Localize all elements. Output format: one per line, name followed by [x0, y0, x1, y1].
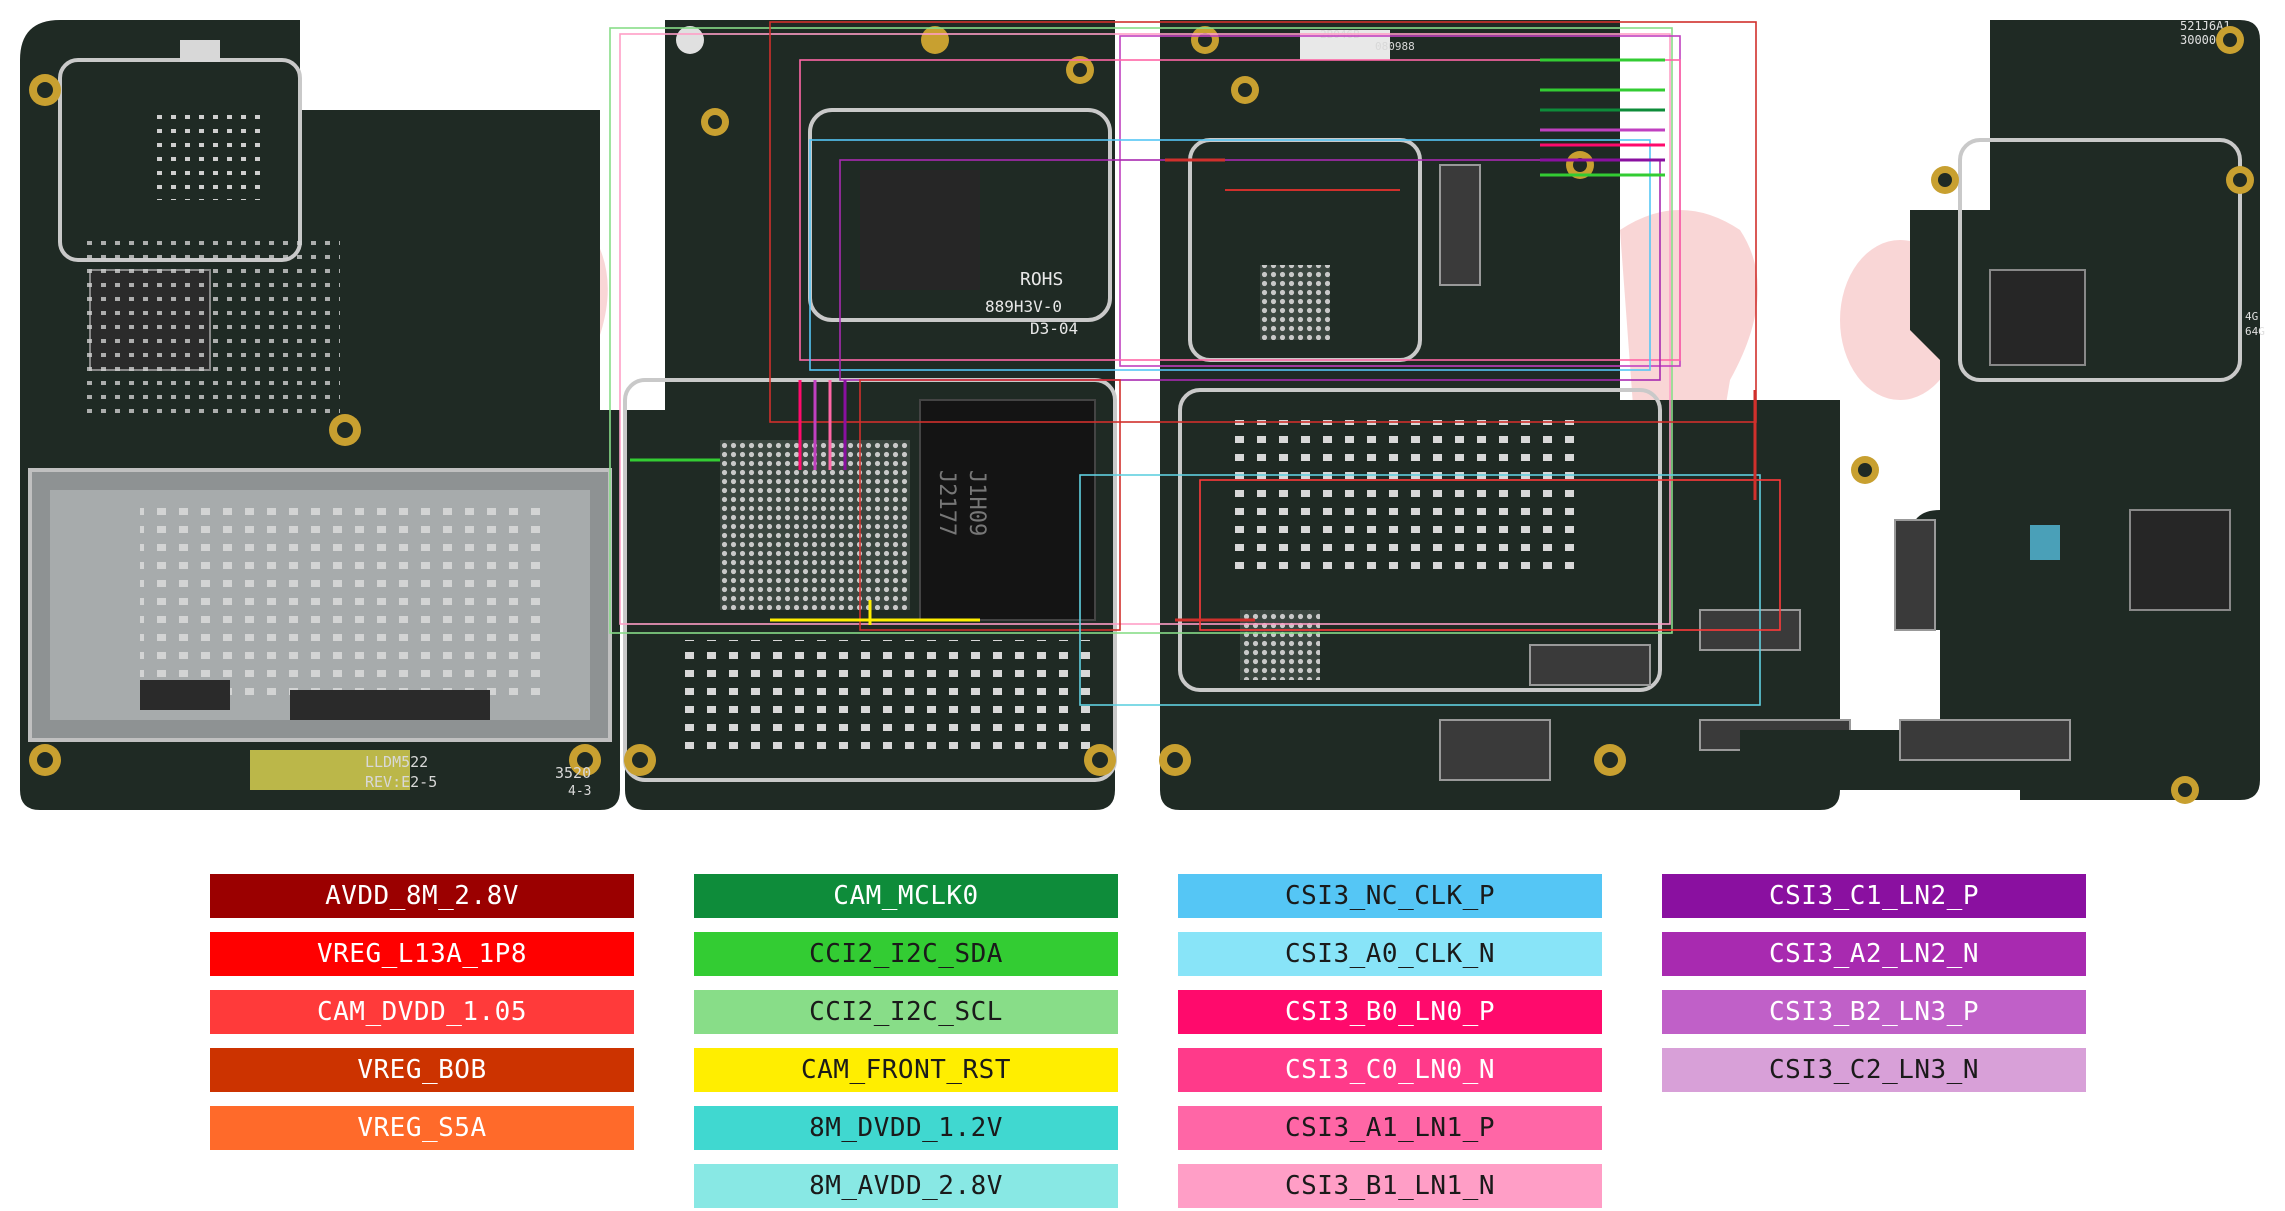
- legend-item: VREG_BOB: [210, 1048, 634, 1092]
- legend-item: CAM_MCLK0: [694, 874, 1118, 918]
- legend-item: CAM_DVDD_1.05: [210, 990, 634, 1034]
- silk-rohs: ROHS: [1020, 269, 1063, 290]
- silk-chip-mark: J2177: [934, 470, 959, 536]
- legend-item: CSI3_C0_LN0_N: [1178, 1048, 1602, 1092]
- legend-item: CCI2_I2C_SDA: [694, 932, 1118, 976]
- silk-side-mark-1: 4G: [2245, 310, 2258, 323]
- legend-item: CSI3_B1_LN1_N: [1178, 1164, 1602, 1208]
- legend-item: CAM_FRONT_RST: [694, 1048, 1118, 1092]
- signal-traces: [609, 21, 1781, 706]
- legend-item: CSI3_A1_LN1_P: [1178, 1106, 1602, 1150]
- silk-rev-code: D3-04: [1030, 319, 1078, 338]
- silk-corner-code-2: 4-3: [568, 784, 591, 799]
- silk-left-rev: REV:E2-5: [365, 773, 437, 791]
- legend-item: CSI3_A0_CLK_N: [1178, 932, 1602, 976]
- legend-item: CSI3_B2_LN3_P: [1662, 990, 2086, 1034]
- pcb-board-diagram: LLDM522 REV:E2-5 3520 4-3 J2177 J1H09 RO…: [20, 19, 2265, 810]
- legend-item: VREG_S5A: [210, 1106, 634, 1150]
- legend-item: CCI2_I2C_SCL: [694, 990, 1118, 1034]
- legend-item: CSI3_C2_LN3_N: [1662, 1048, 2086, 1092]
- left-board: LLDM522 REV:E2-5 3520 4-3: [20, 20, 620, 810]
- legend-item: VREG_L13A_1P8: [210, 932, 634, 976]
- memory-chip: [919, 399, 1096, 621]
- center-left-board: J2177 J1H09 ROHS 889H3V-0 D3-04: [623, 20, 1117, 810]
- legend-item: CSI3_B0_LN0_P: [1178, 990, 1602, 1034]
- right-board: 521J6A1 30000IN 4G 64G: [1740, 19, 2265, 804]
- legend-item: 8M_DVDD_1.2V: [694, 1106, 1118, 1150]
- silk-side-mark-2: 64G: [2245, 325, 2265, 338]
- silk-top-mid-2: 080988: [1375, 40, 1415, 53]
- legend-item: CSI3_NC_CLK_P: [1178, 874, 1602, 918]
- silk-chip-mark-2: J1H09: [964, 470, 989, 536]
- center-right-board: 2B046B 080988: [1159, 20, 1851, 810]
- legend-item: CSI3_A2_LN2_N: [1662, 932, 2086, 976]
- legend-item: 8M_AVDD_2.8V: [694, 1164, 1118, 1208]
- silk-corner-code: 3520: [555, 764, 591, 782]
- legend-item: CSI3_C1_LN2_P: [1662, 874, 2086, 918]
- pcb-board-photo: LLDM522 REV:E2-5 3520 4-3 J2177 J1H09 RO…: [20, 19, 2265, 810]
- silk-part-code: 889H3V-0: [985, 297, 1062, 316]
- silk-right-top-1: 521J6A1: [2180, 19, 2231, 33]
- legend-item: AVDD_8M_2.8V: [210, 874, 634, 918]
- silk-left-label: LLDM522: [365, 753, 428, 771]
